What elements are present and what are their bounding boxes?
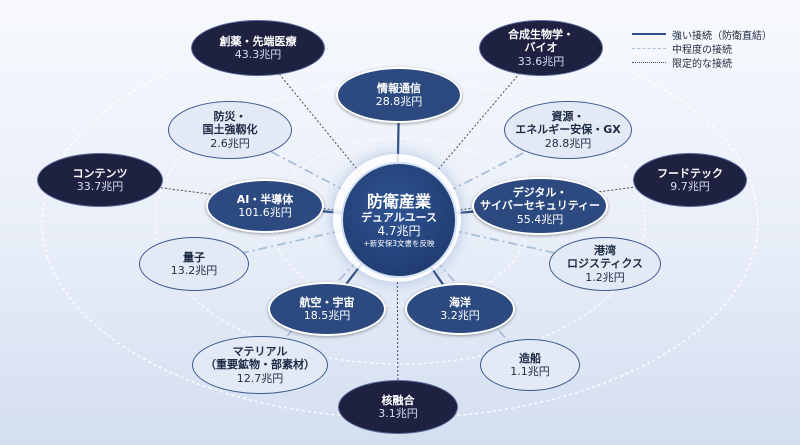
sector-name: 資源・ エネルギー安保・GX (515, 109, 621, 137)
sector-name: デジタル・ サイバーセキュリティー (479, 185, 601, 213)
legend-limited-line (632, 61, 666, 63)
sector-value: 18.5兆円 (303, 309, 351, 322)
sector-value: 13.2兆円 (170, 264, 218, 277)
legend-strong-label: 強い接続（防衛直結） (672, 30, 772, 42)
sector-value: 3.2兆円 (440, 309, 480, 322)
center-title: 防衛産業 (366, 192, 431, 212)
sector-value: 1.1兆円 (510, 365, 550, 378)
sector-name: 航空・宇宙 (299, 295, 355, 309)
sector-value: 1.2兆円 (585, 270, 625, 284)
link-line-fusion (396, 217, 399, 408)
sector-value: 2.6兆円 (210, 136, 250, 150)
sector-name: マテリアル （重要鉱物・部素材） (205, 344, 315, 372)
legend: 強い接続（防衛直結） 中程度の接続 限定的な接続 (632, 27, 772, 70)
sector-name: コンテンツ (72, 166, 128, 180)
sector-value: 9.7兆円 (670, 180, 710, 193)
center-node-defense-industry[interactable]: 防衛産業 デュアルユース 4.7兆円 +新安保3文書を反映 (341, 162, 457, 278)
sector-name: 情報通信 (377, 81, 421, 95)
sector-value: 43.3兆円 (234, 48, 282, 61)
legend-limited-label: 限定的な接続 (672, 58, 732, 70)
legend-strong-line (632, 33, 666, 35)
sector-name: 量子 (183, 250, 205, 264)
legend-item-medium: 中程度の接続 (632, 41, 772, 56)
sector-value: 33.6兆円 (517, 54, 565, 68)
legend-medium-label: 中程度の接続 (672, 44, 732, 56)
sector-name: フードテック (657, 166, 723, 180)
center-value: 4.7兆円 (377, 224, 421, 239)
center-subtitle: デュアルユース (360, 211, 438, 225)
legend-item-limited: 限定的な接続 (632, 55, 772, 70)
middle-orbit (154, 79, 646, 365)
sector-value: 3.1兆円 (378, 407, 418, 420)
sector-name: 海洋 (449, 295, 471, 309)
sector-name: 造船 (519, 351, 541, 365)
sector-value: 33.7兆円 (76, 180, 124, 193)
sector-name: 核融合 (381, 393, 415, 407)
legend-medium-line (632, 47, 666, 49)
sector-value: 101.6兆円 (238, 206, 292, 219)
sector-value: 12.7兆円 (236, 371, 284, 385)
legend-item-strong: 強い接続（防衛直結） (632, 27, 772, 42)
center-note: +新安保3文書を反映 (363, 238, 435, 248)
sector-name: 防災・ 国土強靱化 (202, 109, 258, 137)
sector-node-material[interactable]: マテリアル （重要鉱物・部素材）12.7兆円 (192, 336, 328, 394)
sector-name: 合成生物学・ バイオ (508, 27, 574, 55)
sector-name: AI・半導体 (236, 192, 294, 206)
sector-name: 創薬・先端医療 (219, 34, 297, 48)
sector-value: 28.8兆円 (544, 136, 592, 150)
sector-value: 28.8兆円 (375, 95, 423, 108)
sector-value: 55.4兆円 (516, 212, 564, 226)
sector-name: 港湾 ロジスティクス (566, 243, 643, 271)
